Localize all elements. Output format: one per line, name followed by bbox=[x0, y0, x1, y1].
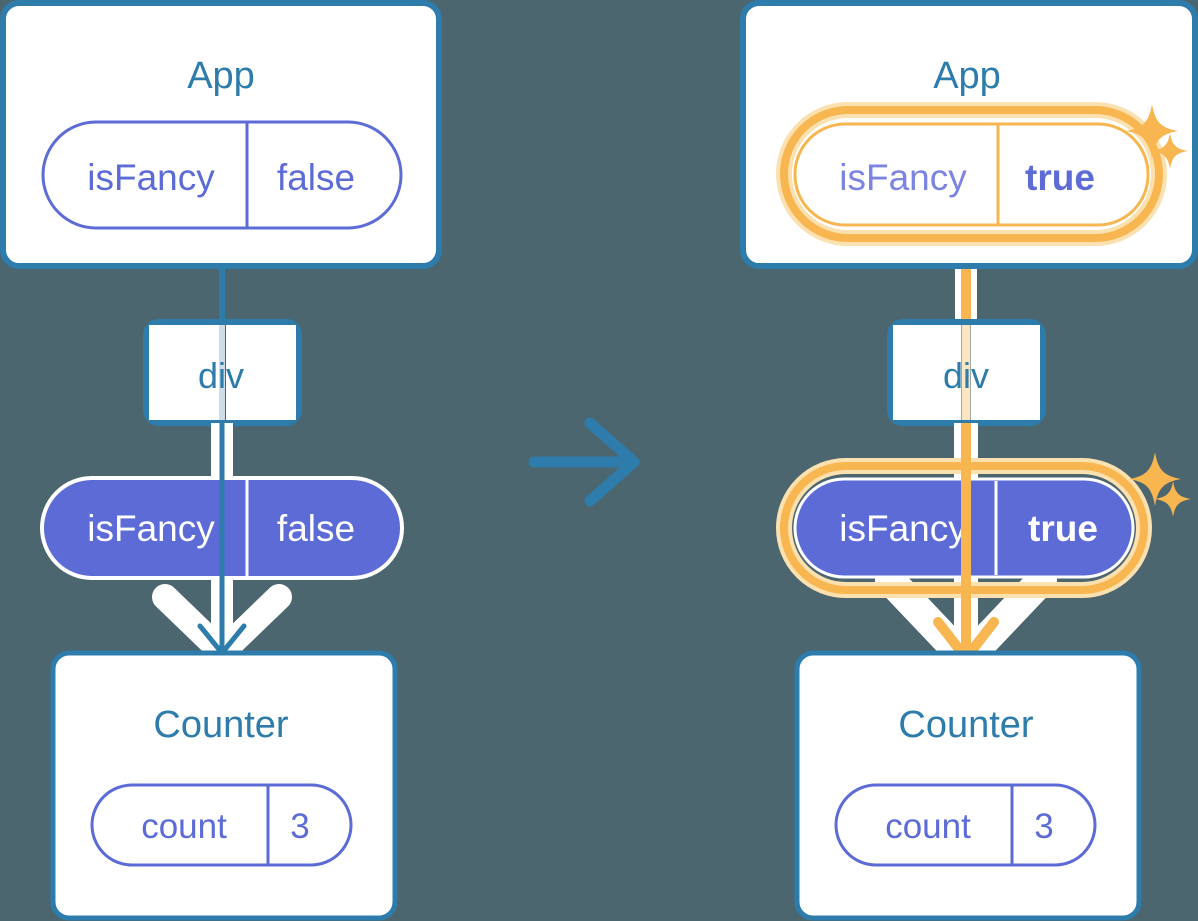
counter-pill bbox=[90, 783, 353, 867]
counter-pill bbox=[834, 783, 1097, 867]
sparkle-icon-small-prop bbox=[1155, 481, 1191, 517]
div-box-fill-right bbox=[971, 325, 1040, 420]
panel-before: App isFancy false div isFancy false Coun… bbox=[0, 0, 470, 921]
div-box-fill-left bbox=[149, 325, 219, 420]
panel-after: App isFancy true div bbox=[740, 0, 1198, 921]
counter-pill-key: count bbox=[141, 807, 227, 846]
app-pill-key: isFancy bbox=[839, 157, 967, 198]
div-box-label: div bbox=[943, 355, 989, 396]
prop-pill-key: isFancy bbox=[839, 508, 967, 549]
counter-pill-value: 3 bbox=[1034, 807, 1053, 846]
div-box-fill-right bbox=[226, 325, 296, 420]
prop-pill-key: isFancy bbox=[87, 508, 215, 549]
counter-pill-value: 3 bbox=[290, 807, 309, 846]
sparkle-icon-large-app bbox=[1126, 104, 1178, 158]
transition-arrow-wrap bbox=[520, 0, 660, 921]
app-pill-value: true bbox=[1025, 157, 1095, 198]
div-box-fill-left bbox=[893, 325, 961, 420]
arrow-right-icon bbox=[528, 417, 640, 507]
sparkle-icon-small-app bbox=[1152, 133, 1188, 169]
app-box-title: App bbox=[187, 55, 255, 97]
app-pill-key: isFancy bbox=[87, 157, 215, 198]
prop-pill-value: false bbox=[277, 508, 355, 549]
app-box-title: App bbox=[933, 55, 1001, 97]
counter-box-title: Counter bbox=[153, 704, 289, 746]
app-pill-value: false bbox=[277, 157, 355, 198]
prop-pill-value: true bbox=[1028, 508, 1098, 549]
counter-pill-key: count bbox=[885, 807, 971, 846]
app-pill-highlight-ring bbox=[780, 106, 1163, 242]
app-pill bbox=[41, 120, 403, 230]
sparkle-icon-large-prop bbox=[1129, 452, 1181, 506]
counter-box-title: Counter bbox=[898, 704, 1034, 746]
app-pill bbox=[793, 122, 1150, 227]
div-box-label: div bbox=[198, 355, 244, 396]
